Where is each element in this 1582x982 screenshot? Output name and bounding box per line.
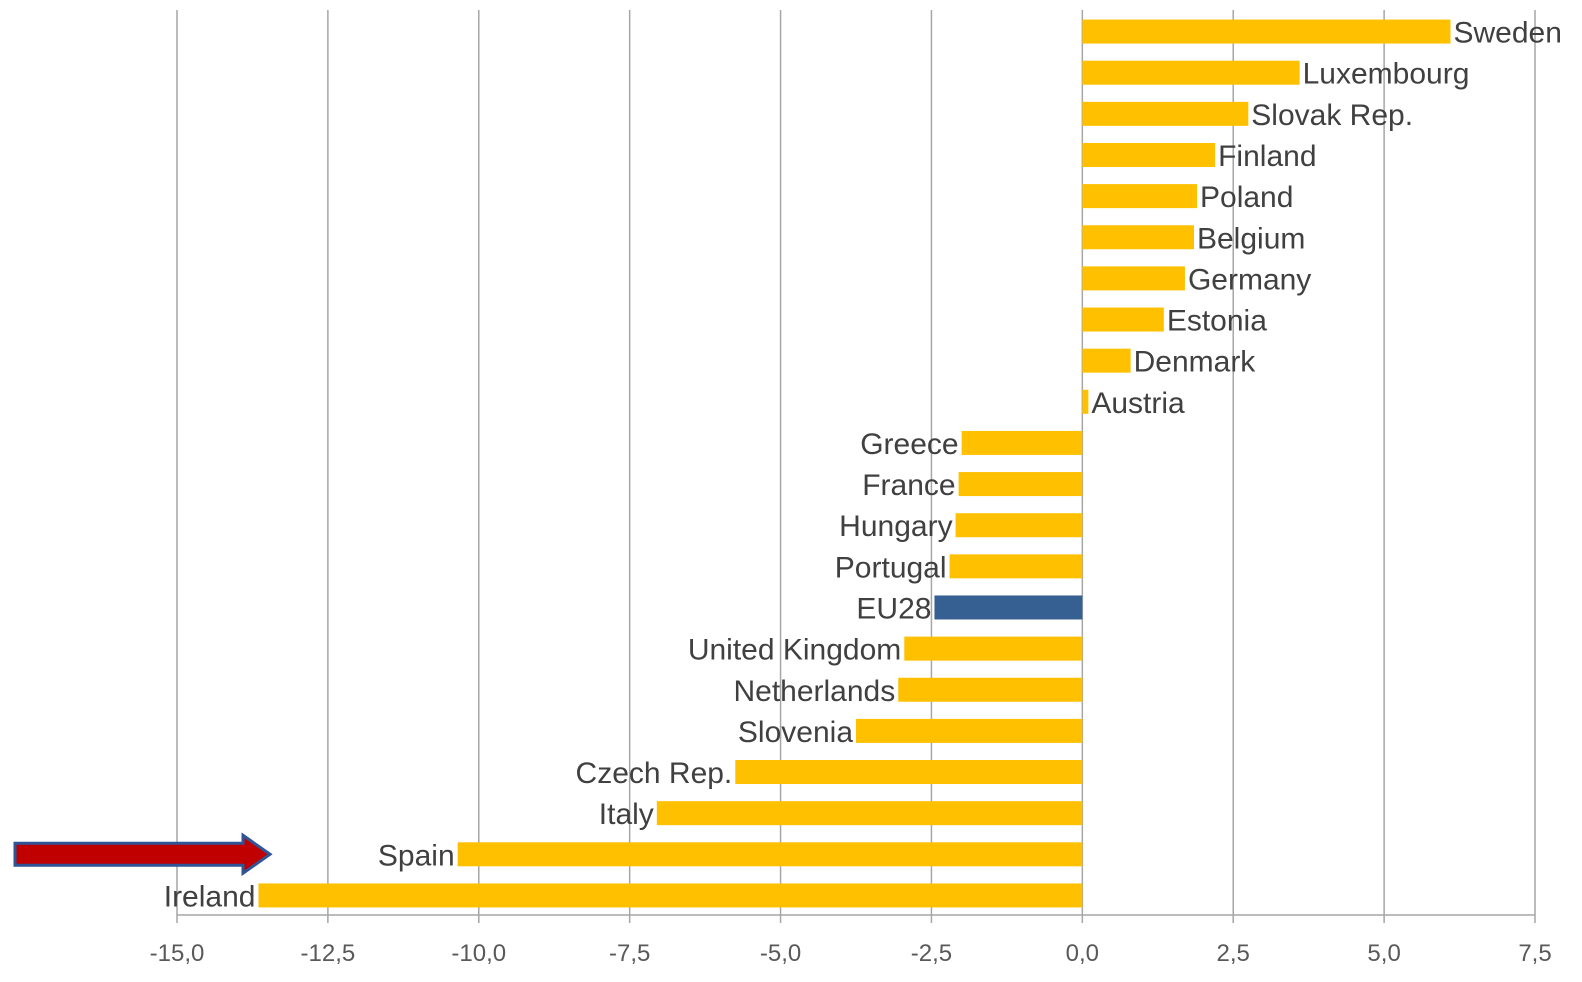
x-tick-label: -5,0 [760,940,801,967]
category-label: France [862,469,955,502]
bar-luxembourg [1082,60,1300,85]
x-tick-label: -12,5 [301,940,356,967]
x-tick-label: -7,5 [609,940,650,967]
bar-estonia [1082,307,1164,332]
category-label: Hungary [839,510,952,543]
category-label: Austria [1091,387,1185,420]
x-tick-label: -10,0 [451,940,506,967]
x-axis: -15,0 -12,5 -10,0 -7,5 -5,0 -2,5 0,0 2,5 5,0 7,5 [150,914,1552,967]
category-label: United Kingdom [688,634,901,667]
category-label: Greece [860,428,958,461]
category-label: Luxembourg [1303,58,1470,91]
bar-united-kingdom [904,636,1083,661]
x-tick-label: -15,0 [150,940,205,967]
bar-belgium [1082,225,1194,250]
category-label: Slovak Rep. [1251,99,1413,132]
category-label: Germany [1188,263,1311,296]
category-label: Poland [1200,181,1293,214]
bar-czech-rep [735,760,1083,785]
bar-slovak-rep [1082,101,1249,126]
bar-poland [1082,184,1198,209]
bar-italy [656,801,1083,826]
category-label: Slovenia [738,716,853,749]
category-label: Italy [599,798,654,831]
bar-sweden [1082,19,1451,44]
bar-france [958,472,1083,497]
bar-ireland [258,883,1083,908]
category-label: Finland [1218,140,1316,173]
bar-germany [1082,266,1185,291]
red-arrow [13,832,273,877]
category-label: Spain [378,839,455,872]
bar-greece [961,430,1083,455]
bar-denmark [1082,348,1131,373]
bar-eu28 [934,595,1083,620]
category-label: Sweden [1454,17,1562,50]
bar-hungary [955,513,1083,538]
x-tick-label: 7,5 [1518,940,1551,967]
category-label: Portugal [835,551,947,584]
annotation-arrow [13,832,273,877]
category-label: EU28 [856,592,931,625]
bar-slovenia [856,718,1083,743]
category-label: Czech Rep. [576,757,733,790]
x-tick-label: -2,5 [911,940,952,967]
x-tick-label: 2,5 [1217,940,1250,967]
bar-portugal [949,554,1083,579]
bars [258,19,1451,908]
bar-austria [1082,389,1089,414]
x-tick-label: 0,0 [1066,940,1099,967]
category-label: Ireland [164,880,256,913]
x-tick-label: 5,0 [1367,940,1400,967]
bar-netherlands [898,677,1083,702]
bar-finland [1082,142,1216,167]
category-label: Belgium [1197,222,1305,255]
category-label: Denmark [1134,346,1257,379]
category-label: Netherlands [733,675,895,708]
bar-spain [457,842,1083,867]
category-label: Estonia [1167,305,1267,338]
